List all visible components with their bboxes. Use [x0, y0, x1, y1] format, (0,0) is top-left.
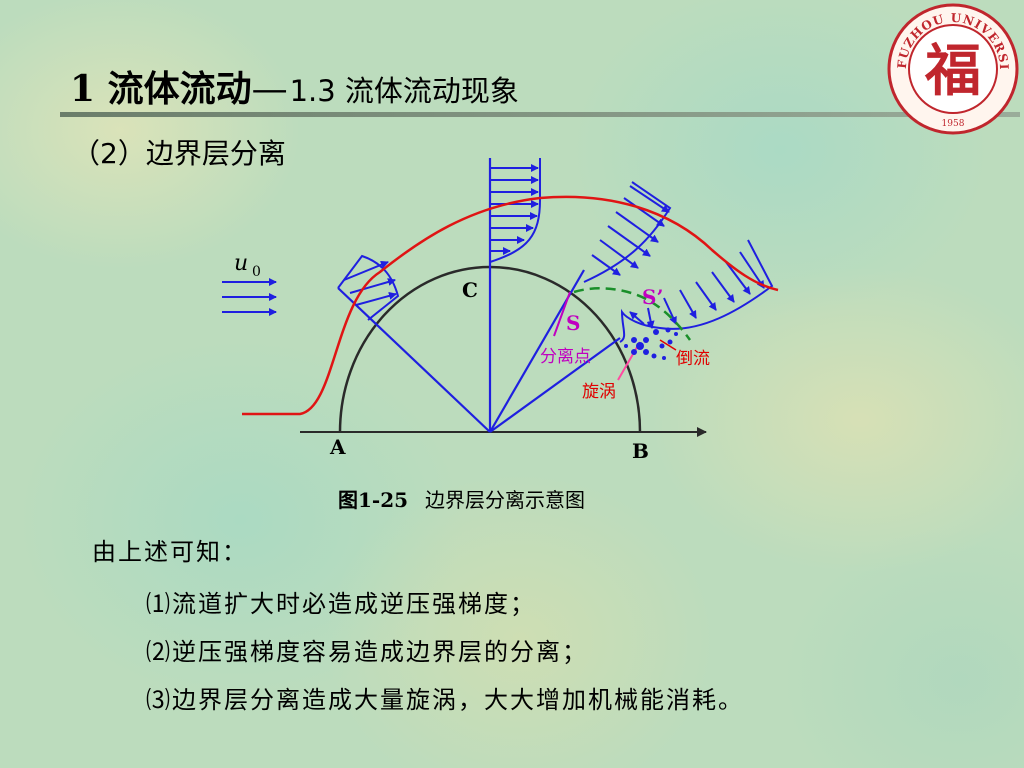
university-logo: FUZHOU UNIVERSITY 福 1958 — [886, 2, 1019, 135]
velocity-profile-upper-right — [583, 181, 672, 283]
label-s: S — [566, 311, 580, 335]
logo-year: 1958 — [942, 119, 965, 129]
conclusion-number: ⑶ — [146, 686, 170, 714]
title-underline — [60, 112, 1020, 117]
label-u: u — [234, 251, 248, 276]
conclusion-text: 流道扩大时必造成逆压强梯度； — [172, 590, 536, 618]
conclusions-intro: 由上述可知： — [92, 538, 248, 566]
vortex-dots — [624, 321, 678, 360]
logo-glyph: 福 — [924, 38, 981, 104]
slide-title: 1 流体流动—1.3 流体流动现象 — [70, 60, 519, 112]
vortex-pointer — [617, 341, 641, 381]
figure-caption: 图1-25 边界层分离示意图 — [338, 484, 585, 513]
label-a: A — [329, 435, 346, 459]
conclusion-text: 逆压强梯度容易造成边界层的分离； — [172, 638, 588, 666]
label-backflow: 倒流 — [676, 349, 710, 369]
freestream-arrows — [222, 278, 277, 316]
title-dash: — — [251, 69, 288, 110]
label-separation-point: 分离点 — [540, 347, 591, 367]
caption-number: 1-25 — [358, 488, 409, 512]
conclusion-item: ⑴流道扩大时必造成逆压强梯度； — [146, 584, 536, 619]
velocity-profile-top — [489, 158, 541, 263]
conclusion-item: ⑶边界层分离造成大量旋涡，大大增加机械能消耗。 — [146, 680, 744, 715]
label-vortex: 旋涡 — [582, 382, 616, 402]
backflow-pointer — [659, 339, 677, 351]
caption-text: 边界层分离示意图 — [425, 488, 586, 512]
title-sub: 1.3 流体流动现象 — [289, 74, 519, 108]
label-u-subscript: 0 — [252, 264, 261, 280]
boundary-layer-edge — [242, 195, 779, 416]
separation-point-marker — [553, 291, 571, 337]
conclusion-item: ⑵逆压强梯度容易造成边界层的分离； — [146, 632, 588, 667]
section-heading: （2）边界层分离 — [72, 137, 286, 170]
conclusion-number: ⑴ — [146, 590, 170, 618]
caption-prefix: 图 — [338, 488, 358, 512]
conclusion-number: ⑵ — [146, 638, 170, 666]
separation-streamline — [573, 287, 692, 341]
label-c: C — [462, 278, 478, 302]
label-s-prime: S’ — [642, 285, 663, 309]
title-main: 1 流体流动 — [70, 68, 252, 110]
label-b: B — [632, 439, 649, 463]
radial-lines — [337, 158, 621, 433]
conclusion-text: 边界层分离造成大量旋涡，大大增加机械能消耗。 — [172, 686, 744, 714]
